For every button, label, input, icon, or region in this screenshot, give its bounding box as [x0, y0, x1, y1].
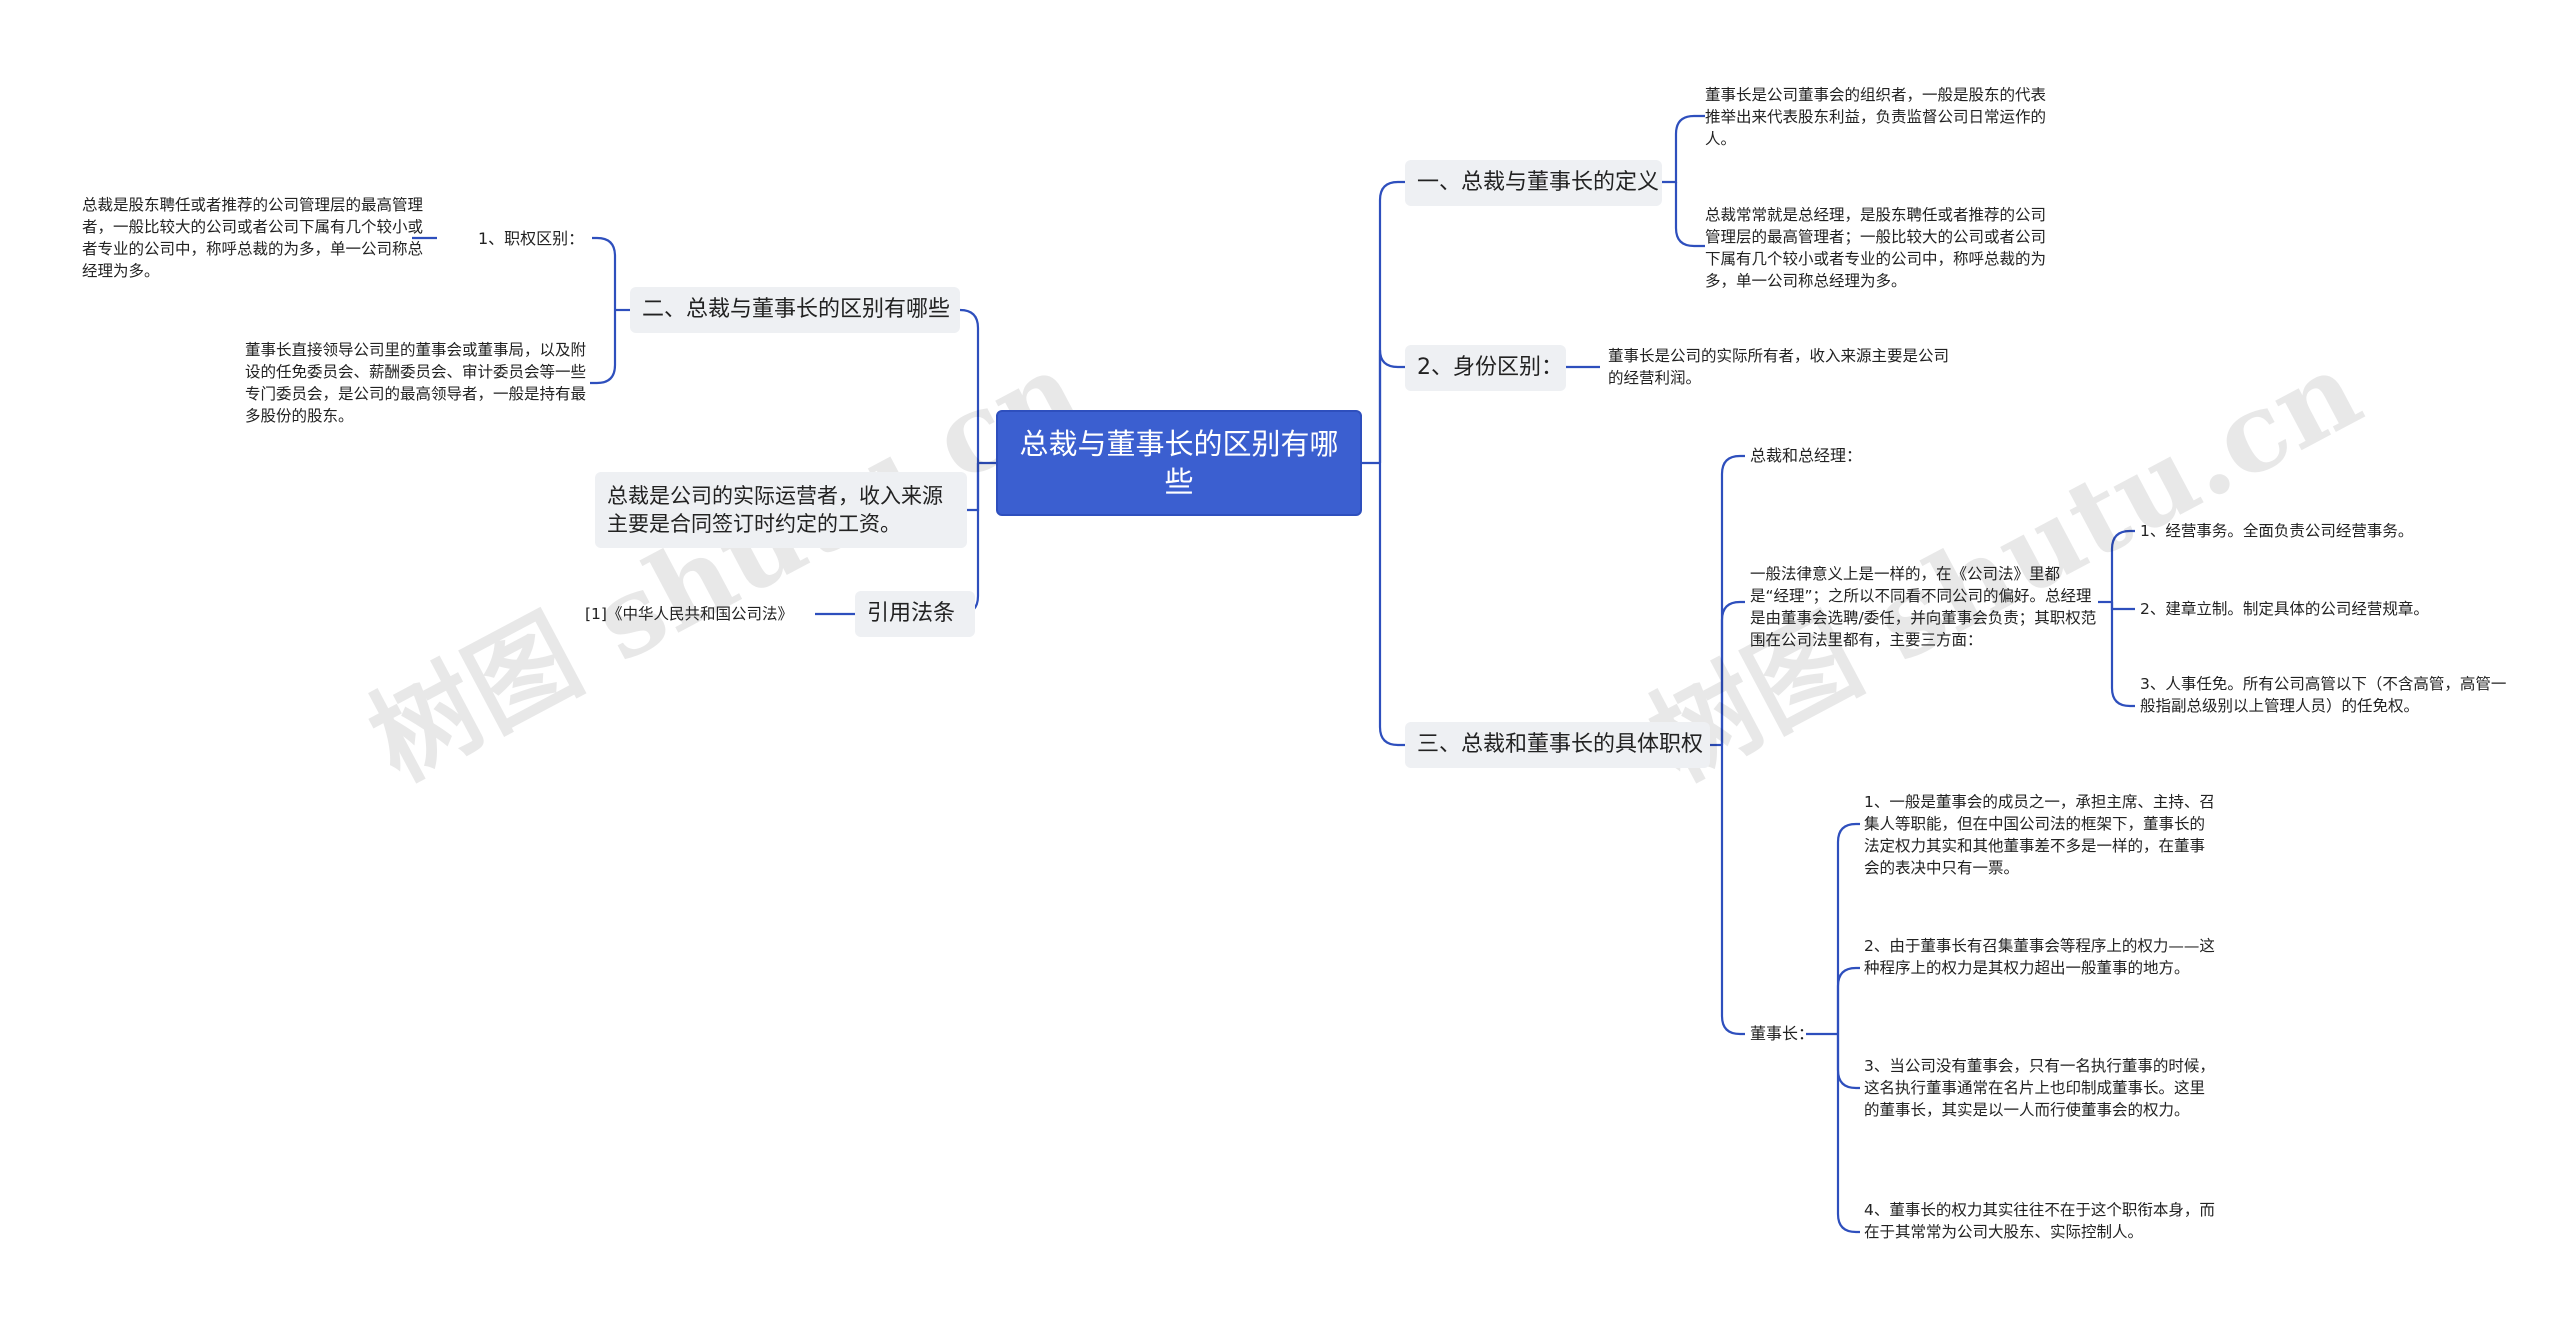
leaf-chairman-duties[interactable]: 董事长直接领导公司里的董事会或董事局，以及附设的任免委员会、薪酬委员会、审计委员… — [245, 341, 587, 425]
leaf-ceo-duties[interactable]: 总裁是股东聘任或者推荐的公司管理层的最高管理者，一般比较大的公司或者公司下属有几… — [82, 196, 424, 280]
leaf-chairman-definition[interactable]: 董事长是公司董事会的组织者，一般是股东的代表推举出来代表股东利益，负责监督公司日… — [1705, 86, 2047, 148]
branch-identity[interactable]: 2、身份区别： — [1405, 345, 1566, 391]
leaf-chairman-item[interactable]: 3、当公司没有董事会，只有一名执行董事的时候，这名执行董事通常在名片上也印制成董… — [1864, 1057, 2215, 1119]
root-title: 总裁与董事长的区别有哪些 — [1019, 427, 1339, 499]
subtopic-duties[interactable]: 1、职权区别： — [478, 229, 585, 248]
leaf-reference-law[interactable]: [1]《中华人民共和国公司法》 — [585, 605, 793, 623]
leaf-ceo-item[interactable]: 3、人事任免。所有公司高管以下（不含高管，高管一般指副总级别以上管理人员）的任免… — [2140, 675, 2507, 715]
root-topic[interactable]: 总裁与董事长的区别有哪些 — [996, 410, 1362, 516]
subtopic-chairman[interactable]: 董事长： — [1750, 1024, 1815, 1043]
branch-label: 三、总裁和董事长的具体职权 — [1417, 732, 1704, 757]
branch-ceo-income[interactable]: 总裁是公司的实际运营者，收入来源主要是合同签订时约定的工资。 — [595, 472, 967, 548]
leaf-chairman-item[interactable]: 1、一般是董事会的成员之一，承担主席、主持、召集人等职能，但在中国公司法的框架下… — [1864, 793, 2215, 877]
branch-references[interactable]: 引用法条 — [855, 591, 975, 637]
leaf-ceo-detail[interactable]: 一般法律意义上是一样的，在《公司法》里都是“经理”；之所以不同看不同公司的偏好。… — [1750, 565, 2097, 649]
leaf-chairman-item[interactable]: 2、由于董事长有召集董事会等程序上的权力——这种程序上的权力是其权力超出一般董事… — [1864, 937, 2215, 977]
branch-label: 二、总裁与董事长的区别有哪些 — [642, 297, 951, 322]
leaf-identity[interactable]: 董事长是公司的实际所有者，收入来源主要是公司的经营利润。 — [1608, 347, 1950, 387]
branch-label: 2、身份区别： — [1417, 355, 1563, 380]
branch-powers[interactable]: 三、总裁和董事长的具体职权 — [1405, 722, 1710, 768]
branch-differences[interactable]: 二、总裁与董事长的区别有哪些 — [630, 287, 960, 333]
branch-definition[interactable]: 一、总裁与董事长的定义 — [1405, 160, 1662, 206]
branch-label: 一、总裁与董事长的定义 — [1417, 170, 1660, 195]
leaf-ceo-item[interactable]: 2、建章立制。制定具体的公司经营规章。 — [2140, 600, 2429, 618]
branch-label: 引用法条 — [867, 601, 956, 626]
leaf-ceo-definition[interactable]: 总裁常常就是总经理，是股东聘任或者推荐的公司管理层的最高管理者；一般比较大的公司… — [1705, 206, 2047, 290]
subtopic-ceo[interactable]: 总裁和总经理： — [1750, 446, 1863, 465]
leaf-chairman-item[interactable]: 4、董事长的权力其实往往不在于这个职衔本身，而在于其常常为公司大股东、实际控制人… — [1864, 1201, 2215, 1241]
leaf-ceo-item[interactable]: 1、经营事务。全面负责公司经营事务。 — [2140, 522, 2414, 540]
